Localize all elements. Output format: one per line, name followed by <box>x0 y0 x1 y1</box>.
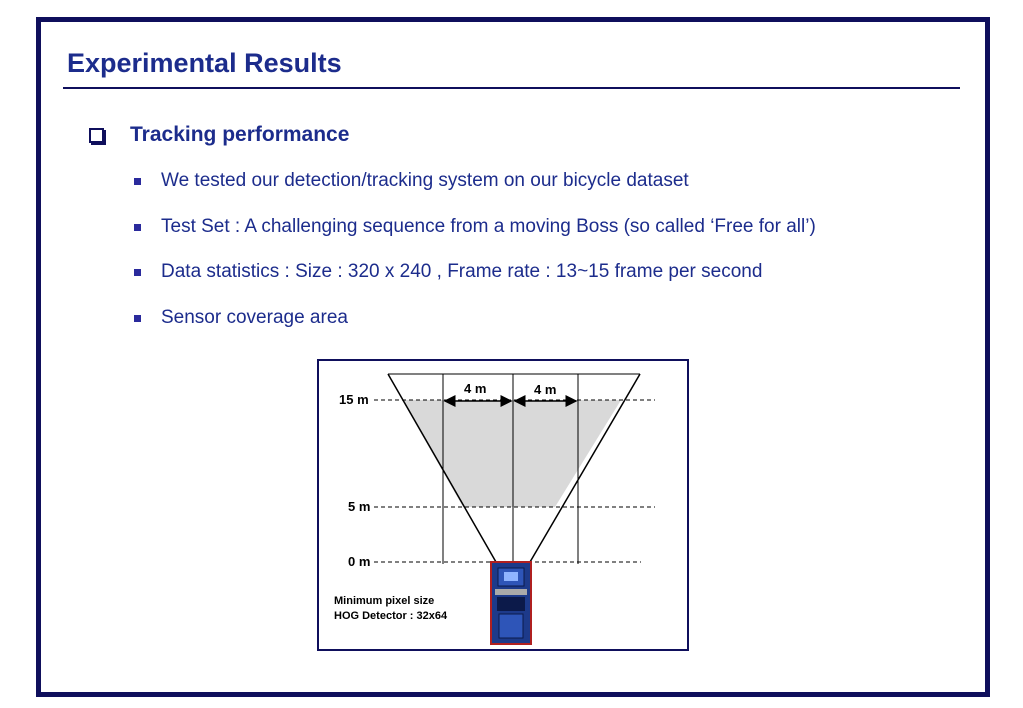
bullet-text-1: We tested our detection/tracking system … <box>161 170 689 191</box>
coverage-area <box>402 400 621 507</box>
vehicle-icon <box>490 561 532 645</box>
title-underline <box>63 87 960 89</box>
note-line-1: Minimum pixel size <box>334 595 434 607</box>
bullet-text-4: Sensor coverage area <box>161 307 348 328</box>
fov-right-edge <box>529 373 641 563</box>
section-heading: Tracking performance <box>130 123 350 146</box>
square-bullet-icon <box>134 224 141 231</box>
fov-left-edge <box>387 373 497 563</box>
coverage-diagram-svg: 4 m 4 m 15 m 5 m 0 m Minimum pixel size … <box>334 373 655 645</box>
square-bullet-icon <box>134 315 141 322</box>
sensor-coverage-diagram: 4 m 4 m 15 m 5 m 0 m Minimum pixel size … <box>317 359 689 651</box>
note-line-2: HOG Detector : 32x64 <box>334 610 448 622</box>
bullet-text-2: Test Set : A challenging sequence from a… <box>161 216 816 237</box>
slide-title: Experimental Results <box>67 48 342 78</box>
bullet-text-3: Data statistics : Size : 320 x 240 , Fra… <box>161 261 763 282</box>
distance-label-5m: 5 m <box>348 499 370 514</box>
width-label-right: 4 m <box>534 382 556 397</box>
distance-label-0m: 0 m <box>348 554 370 569</box>
square-bullet-icon <box>134 178 141 185</box>
width-label-left: 4 m <box>464 381 486 396</box>
square-bullet-icon <box>134 269 141 276</box>
distance-label-15m: 15 m <box>339 392 369 407</box>
checkbox-bullet-icon <box>89 128 104 143</box>
